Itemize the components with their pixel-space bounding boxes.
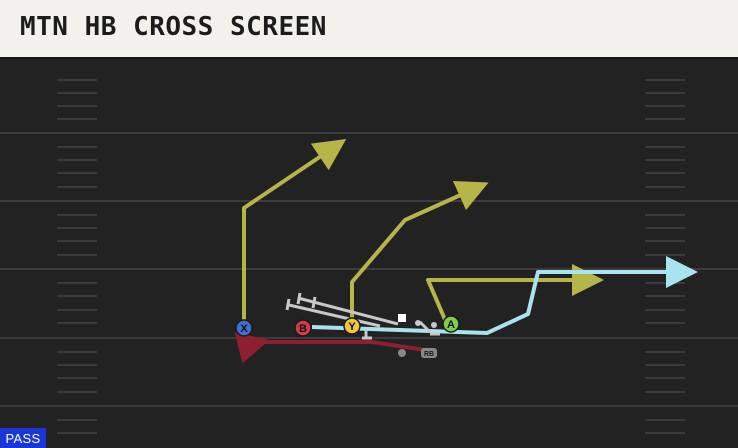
- route-screen: [311, 256, 698, 335]
- pass-badge: PASS: [0, 428, 46, 448]
- player-rb-label: RB: [424, 351, 434, 358]
- player-a-label: A: [447, 319, 455, 331]
- route-y: [350, 180, 489, 322]
- route-x: [242, 139, 347, 325]
- player-y-label: Y: [348, 321, 356, 333]
- player-x[interactable]: X: [235, 319, 253, 337]
- player-y[interactable]: Y: [343, 317, 361, 335]
- title-bar: MTN HB CROSS SCREEN: [0, 0, 738, 60]
- player-a[interactable]: A: [442, 315, 460, 333]
- play-title: MTN HB CROSS SCREEN: [20, 12, 327, 42]
- yard-lines: [0, 132, 738, 407]
- offensive-line: [285, 292, 440, 340]
- player-x-label: X: [240, 323, 248, 335]
- player-b[interactable]: B: [294, 319, 312, 337]
- route-block: [234, 332, 426, 364]
- hash-marks: [57, 79, 685, 434]
- player-rb[interactable]: RB: [398, 348, 437, 358]
- play-field: X B Y A RB: [0, 79, 738, 434]
- player-b-label: B: [299, 323, 307, 335]
